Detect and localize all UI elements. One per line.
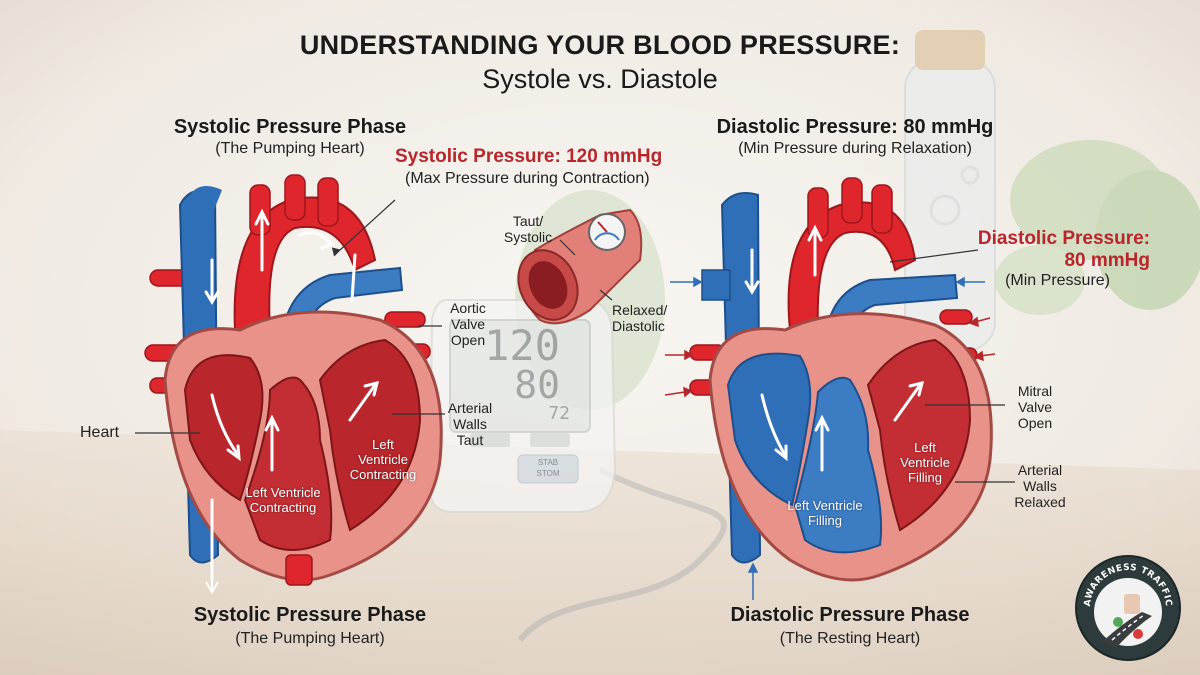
diastolic-pressure-label-line2: 80 mmHg	[1064, 250, 1150, 271]
systolic-footer-subheading: (The Pumping Heart)	[235, 630, 385, 647]
systolic-pressure-label: Systolic Pressure: 120 mmHg	[395, 146, 663, 167]
relaxed-diastolic-label: Relaxed/Diastolic	[612, 302, 668, 334]
taut-systolic-label: Taut/Systolic	[503, 213, 553, 245]
page-subtitle: Systole vs. Diastole	[482, 64, 718, 94]
diastolic-pressure-label: Diastolic Pressure: 80 mmHg	[940, 228, 1150, 272]
left-ventricle-chamber	[243, 376, 333, 551]
monitor-pulse-readout: 72	[548, 403, 570, 424]
diastolic-pressure-label-line1: Diastolic Pressure:	[977, 228, 1150, 249]
monitor-systolic-readout: 120	[484, 321, 560, 370]
left-leader-lines	[135, 199, 445, 434]
monitor-start-button: STAB STOM	[536, 458, 560, 478]
page-title: UNDERSTANDING YOUR BLOOD PRESSURE:	[299, 30, 901, 60]
diastolic-pressure-subheading: (Min Pressure during Relaxation)	[738, 140, 972, 157]
plant-decor	[995, 140, 1200, 315]
right-ventricle-chamber	[318, 338, 422, 532]
cable-decor	[517, 467, 727, 642]
systolic-phase-heading: Systolic Pressure Phase	[173, 116, 407, 138]
right-ventricle-filling	[793, 376, 883, 554]
right-small-vessels	[689, 309, 978, 396]
heart-label: Heart	[80, 424, 120, 441]
diastolic-footer-heading: Diastolic Pressure Phase	[730, 604, 970, 626]
systolic-phase-subheading: (The Pumping Heart)	[215, 140, 365, 157]
diastolic-footer-subheading: (The Resting Heart)	[779, 630, 921, 647]
left-ventricle-filling-chamber	[866, 338, 972, 532]
right-atrium-filling	[726, 352, 812, 507]
systolic-pressure-note: (Max Pressure during Contraction)	[405, 170, 650, 187]
inflow-arrows-red	[664, 316, 996, 398]
diastolic-pressure-heading: Diastolic Pressure: 80 mmHg	[716, 116, 994, 138]
awareness-traffic-logo: AWARENESS TRAFFIC	[1075, 555, 1181, 661]
diastolic-pressure-note: (Min Pressure)	[1005, 272, 1110, 289]
inflow-arrows-blue	[670, 276, 985, 600]
right-leader-lines	[889, 249, 1015, 483]
monitor-diastolic-readout: 80	[514, 363, 560, 407]
systolic-footer-heading: Systolic Pressure Phase	[193, 604, 427, 626]
